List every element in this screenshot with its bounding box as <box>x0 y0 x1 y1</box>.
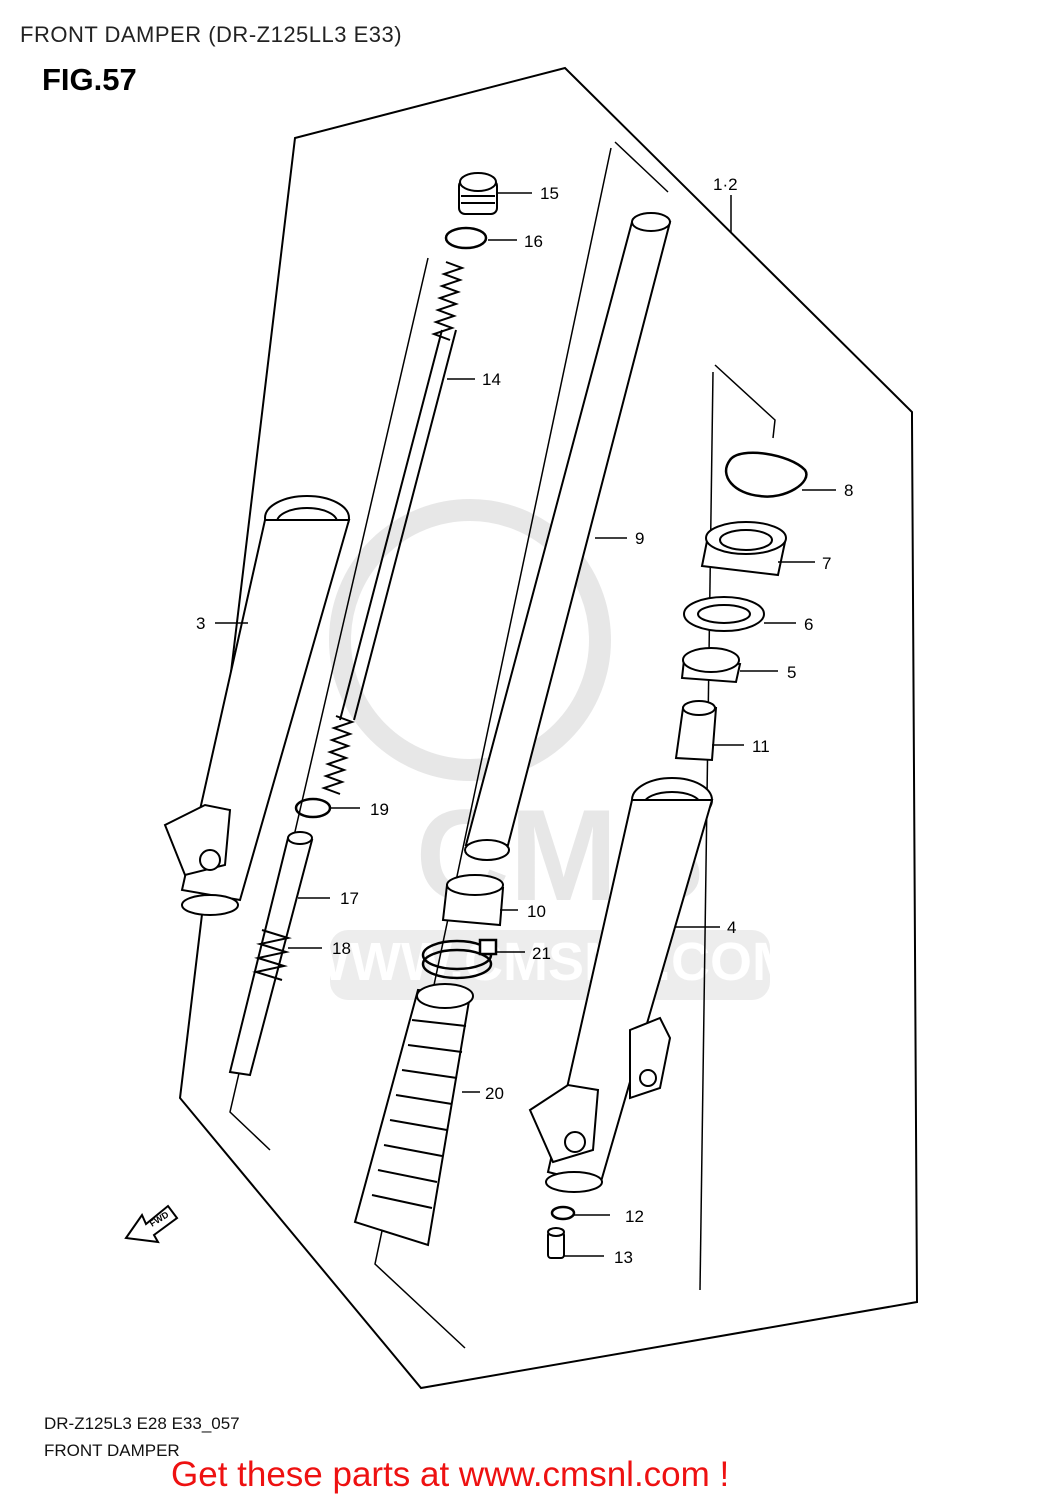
guide-metal <box>680 647 742 684</box>
outer-tube-group-frame-lower <box>699 371 714 1291</box>
callout-7: 7 <box>822 554 831 573</box>
inner-tube-group-frame <box>614 141 669 193</box>
promo-link[interactable]: Get these parts at www.cmsnl.com ! <box>171 1455 730 1494</box>
callout-1-2: 1·2 <box>713 175 738 194</box>
callout-10: 10 <box>527 902 546 921</box>
figure-number: FIG.57 <box>42 62 137 97</box>
oil-lock-piece <box>674 700 718 762</box>
damper-bolt <box>547 1227 565 1259</box>
gasket <box>550 1205 576 1221</box>
stopper-ring <box>724 451 808 498</box>
left-outer-tube <box>163 495 351 916</box>
o-ring <box>444 226 488 250</box>
leader-lines <box>215 192 836 1257</box>
callout-4: 4 <box>727 918 736 937</box>
callout-15: 15 <box>540 184 559 203</box>
damper-rod <box>228 831 314 1077</box>
boot-clamp <box>421 938 498 980</box>
outer-tube-group-frame <box>714 364 776 439</box>
inner-tube <box>464 212 672 861</box>
callout-19: 19 <box>370 800 389 819</box>
cap-bolt <box>458 172 498 215</box>
callout-6: 6 <box>804 615 813 634</box>
oil-seal <box>700 521 787 577</box>
callout-8: 8 <box>844 481 853 500</box>
page-title: FRONT DAMPER (DR-Z125LL3 E33) <box>20 22 403 47</box>
watermark-text: WWW.CMSNL.COM <box>299 932 797 992</box>
callout-20: 20 <box>485 1084 504 1103</box>
callout-5: 5 <box>787 663 796 682</box>
diagram-code: DR-Z125L3 E28 E33_057 <box>44 1414 240 1433</box>
fork-boot <box>353 983 474 1247</box>
callout-13: 13 <box>614 1248 633 1267</box>
callout-12: 12 <box>625 1207 644 1226</box>
callout-17: 17 <box>340 889 359 908</box>
callout-9: 9 <box>635 529 644 548</box>
slide-bushing <box>441 874 505 927</box>
fwd-arrow-icon: FWD <box>124 1204 179 1244</box>
inner-tube-group-frame-left <box>374 147 612 1349</box>
fork-spring <box>321 261 465 795</box>
assembly-frame <box>178 66 919 1390</box>
rebound-spring <box>252 929 292 981</box>
right-outer-tube <box>528 777 714 1193</box>
diagram-caption: FRONT DAMPER <box>44 1441 180 1460</box>
oil-seal-retainer <box>683 596 765 632</box>
callout-18: 18 <box>332 939 351 958</box>
callout-3: 3 <box>196 614 205 633</box>
damper-rod-group-frame <box>229 257 429 1151</box>
callout-16: 16 <box>524 232 543 251</box>
callout-21: 21 <box>532 944 551 963</box>
callout-14: 14 <box>482 370 501 389</box>
callout-11: 11 <box>752 737 770 756</box>
